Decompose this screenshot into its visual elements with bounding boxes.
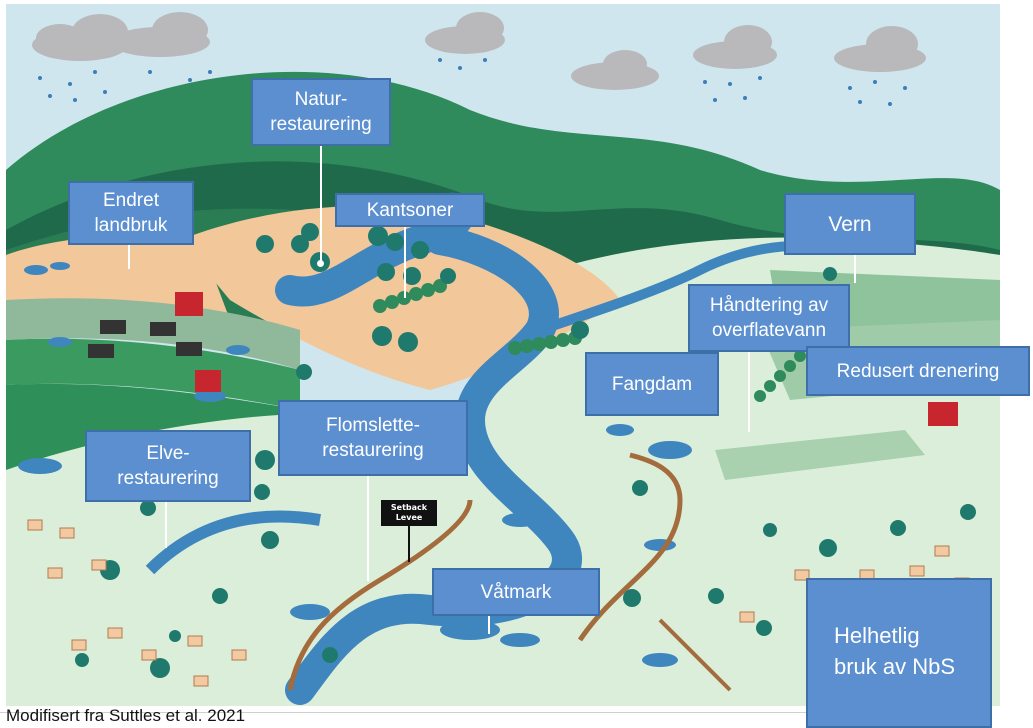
label-kantsoner-text: Kantsoner	[366, 199, 454, 221]
label-vern: Vern	[784, 193, 916, 255]
label-fangdam-text: Fangdam	[611, 373, 693, 395]
label-vatmark: Våtmark	[432, 568, 600, 616]
label-redusert-drenering: Redusert drenering	[806, 346, 1030, 396]
label-elve-restaurering: Elve- restaurering	[85, 430, 251, 502]
label-flomslette-restaurering: Flomslette- restaurering	[278, 400, 468, 476]
levee-right	[577, 452, 683, 642]
clouds	[32, 12, 926, 90]
label-flomslette-text: Flomslette- restaurering	[322, 415, 424, 461]
riparian-trees	[373, 279, 806, 402]
label-handtering-text: Håndtering av overflatevann	[709, 295, 829, 341]
leader-flomslette	[367, 476, 369, 581]
strip-2	[6, 338, 300, 410]
label-kantsoner: Kantsoner	[335, 193, 485, 227]
leader-endret	[128, 243, 130, 269]
label-redusert-drenering-text: Redusert drenering	[836, 360, 1000, 382]
label-vern-text: Vern	[828, 212, 872, 236]
levee-right-2	[658, 618, 732, 692]
leader-vatmark	[488, 616, 490, 634]
leader-vern	[854, 255, 856, 283]
barns	[175, 292, 958, 426]
label-naturrestaurering: Natur- restaurering	[251, 78, 391, 146]
sign-post	[408, 526, 410, 562]
label-fangdam: Fangdam	[585, 352, 719, 416]
trees	[75, 223, 976, 678]
leader-handtering	[748, 352, 750, 432]
label-helhetlig-text: Helhetlig bruk av NbS	[834, 623, 956, 679]
levee-left	[287, 499, 473, 691]
label-vatmark-text: Våtmark	[480, 581, 552, 603]
source-divider	[0, 712, 806, 713]
label-helhetlig-bruk-av-nbs: Helhetlig bruk av NbS	[806, 578, 992, 728]
leader-natur	[320, 145, 322, 263]
river-branch-2	[145, 510, 321, 575]
leader-kantsoner	[404, 226, 406, 298]
setback-levee-sign: Setback Levee	[381, 500, 437, 526]
label-elve-restaurering-text: Elve- restaurering	[117, 443, 219, 489]
label-endret-landbruk: Endret landbruk	[68, 181, 194, 245]
leader-dot-natur	[317, 260, 324, 267]
label-naturrestaurering-text: Natur- restaurering	[270, 89, 372, 135]
source-caption: Modifisert fra Suttles et al. 2021	[6, 706, 246, 725]
label-handtering-av-overflatevann: Håndtering av overflatevann	[688, 284, 850, 352]
cows	[88, 320, 202, 358]
label-endret-landbruk-text: Endret landbruk	[94, 190, 168, 236]
farm-field-3	[715, 430, 925, 480]
leader-elve	[165, 500, 167, 548]
